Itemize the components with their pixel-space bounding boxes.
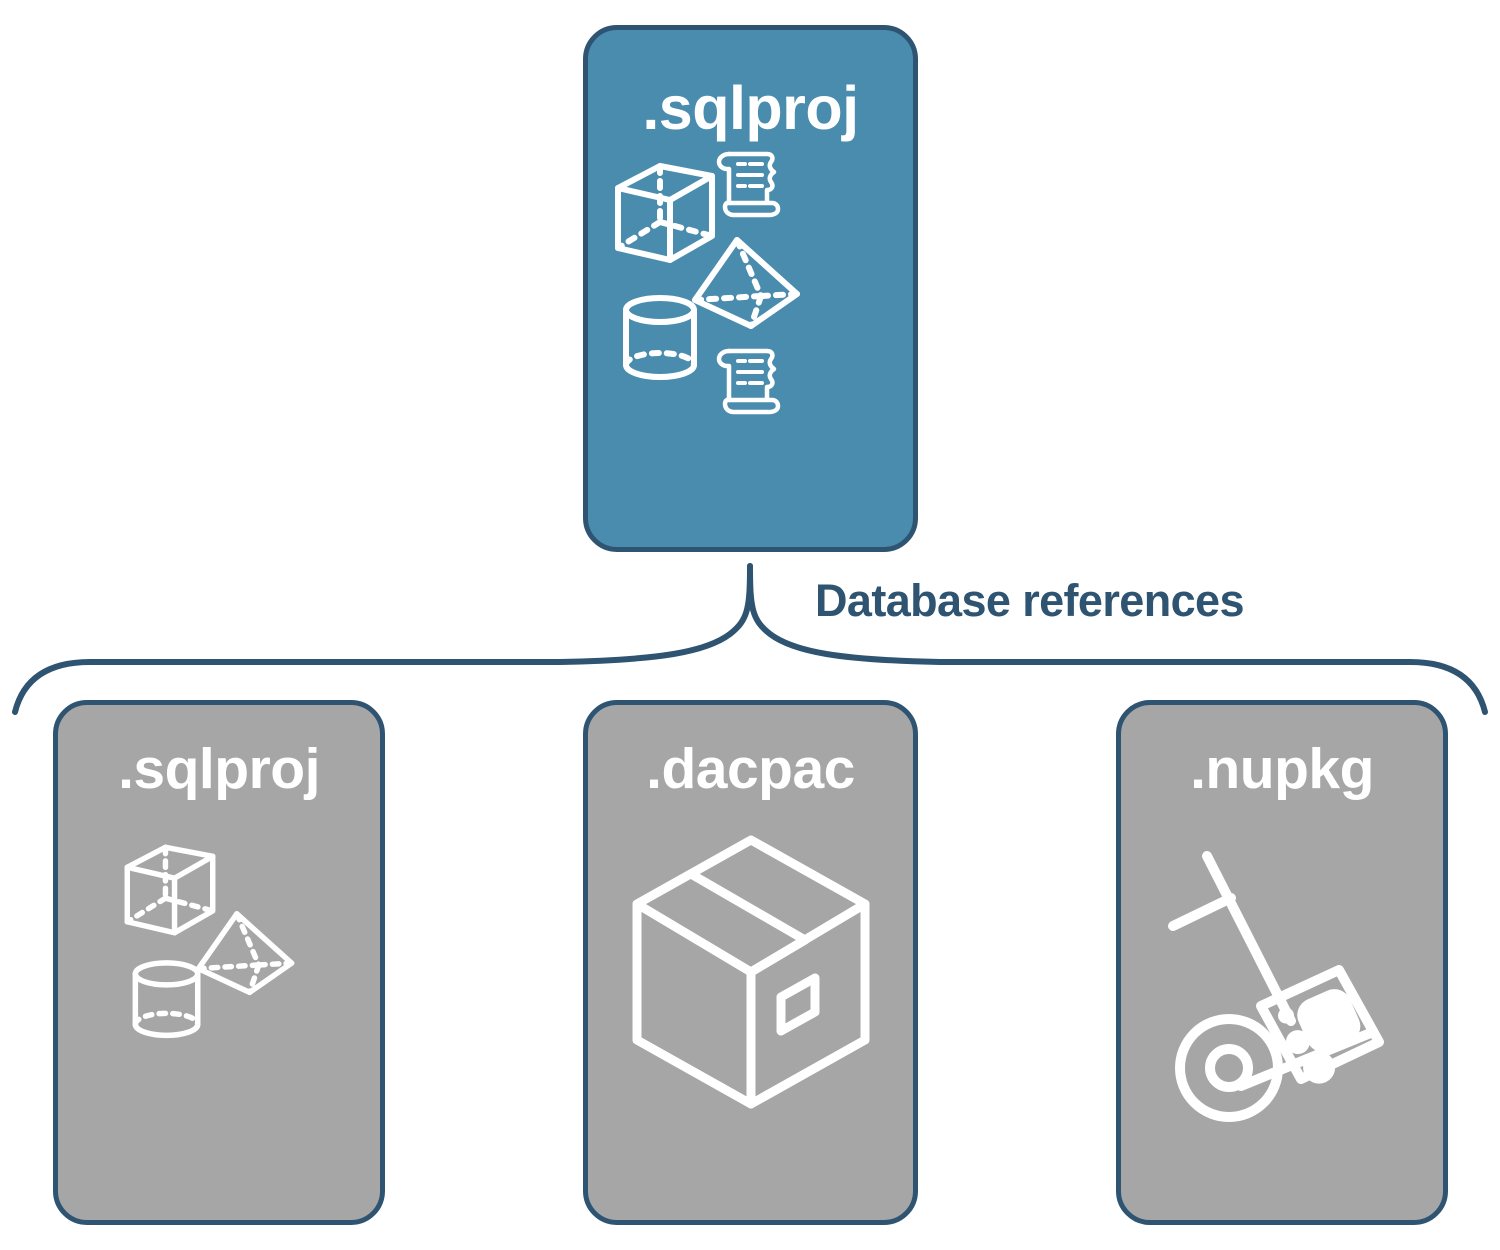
- card-title-dacpac: .dacpac: [646, 737, 855, 801]
- cylinder-wireframe-icon: [623, 295, 697, 380]
- icon-cluster-database-objects: [588, 145, 913, 547]
- shipping-box-icon: [632, 835, 870, 1109]
- pyramid-wireframe-icon: [195, 911, 295, 996]
- scroll-icon: [716, 348, 781, 415]
- card-reference-sqlproj[interactable]: .sqlproj: [53, 700, 385, 1225]
- card-title-nupkg: .nupkg: [1190, 737, 1374, 801]
- hand-truck-icon: [1168, 851, 1384, 1122]
- pyramid-wireframe-icon: [692, 237, 800, 329]
- icon-area-dacpac: [588, 798, 913, 1220]
- cube-wireframe-icon: [124, 844, 216, 936]
- package-logo-icon: [1278, 989, 1361, 1084]
- cube-wireframe-icon: [615, 163, 715, 263]
- card-title-sqlproj-primary: .sqlproj: [642, 74, 859, 142]
- scroll-icon: [716, 151, 781, 218]
- card-sqlproj-primary[interactable]: .sqlproj: [583, 25, 918, 552]
- card-reference-dacpac[interactable]: .dacpac: [583, 700, 918, 1225]
- card-title-sqlproj: .sqlproj: [118, 737, 320, 801]
- icon-area-nupkg: [1121, 798, 1443, 1220]
- cylinder-wireframe-icon: [132, 960, 201, 1039]
- connector-label: Database references: [815, 575, 1244, 626]
- icon-cluster-database-objects: [58, 798, 380, 1220]
- card-reference-nupkg[interactable]: .nupkg: [1116, 700, 1448, 1225]
